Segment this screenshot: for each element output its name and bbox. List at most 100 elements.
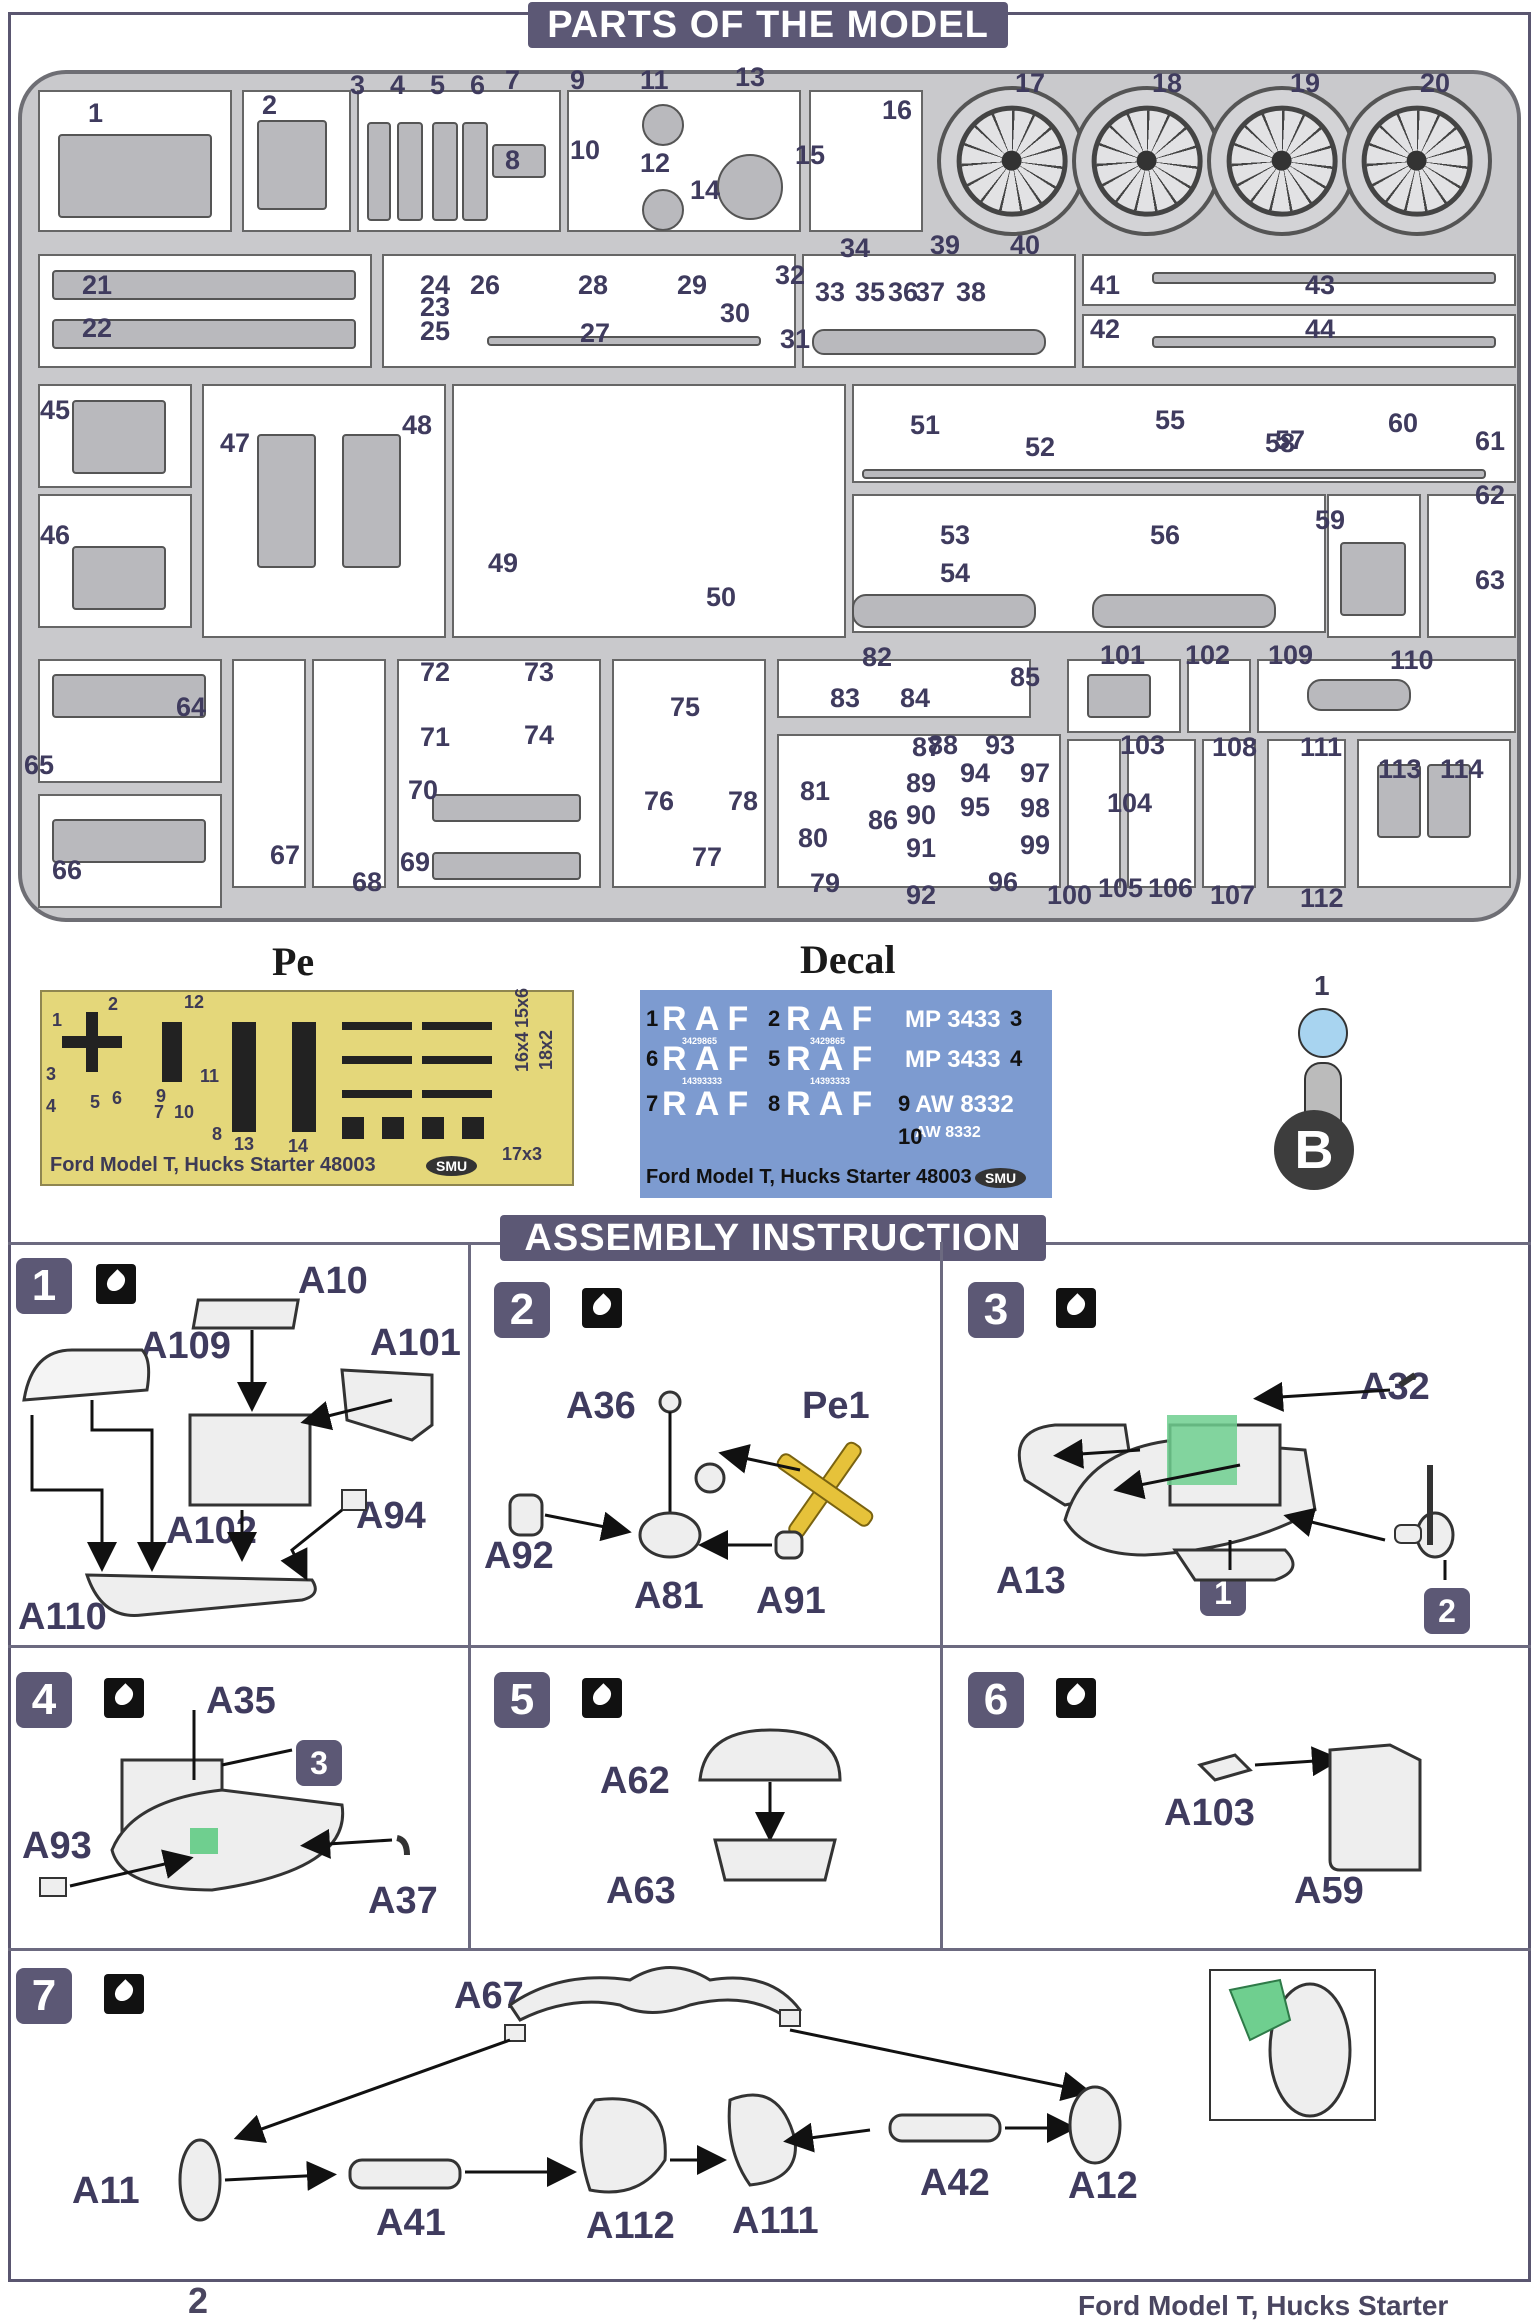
- divider: [8, 1645, 1531, 1648]
- step-number: 1: [16, 1258, 72, 1314]
- decal-number: 7: [646, 1091, 659, 1116]
- sprue-part-number: 89: [906, 768, 937, 798]
- pe-number: 11: [200, 1066, 220, 1086]
- decal-code: MP 3433: [905, 1006, 1001, 1033]
- sprue-part-number: 35: [855, 277, 886, 307]
- sprue-frame: [18, 70, 1521, 922]
- decal-number: 1: [646, 1006, 659, 1031]
- part-label: A62: [600, 1760, 670, 1802]
- part-label: A35: [206, 1680, 276, 1722]
- sprue-part: [462, 122, 488, 221]
- step6-drawing: [1197, 1743, 1422, 1872]
- pe-number: 3: [46, 1064, 57, 1084]
- sprue-part-number: 44: [1305, 314, 1336, 344]
- sprue-cell: [232, 659, 306, 888]
- pe-number: 10: [174, 1102, 195, 1122]
- glue-icon: [96, 1264, 136, 1304]
- sprue-part: [367, 122, 391, 221]
- sprue-part-number: 10: [570, 135, 601, 165]
- sprue-part-number: 60: [1388, 408, 1419, 438]
- sprue-part-number: 63: [1475, 565, 1506, 595]
- step-number: 2: [494, 1282, 550, 1338]
- pe-number: 1: [52, 1010, 63, 1030]
- sprue-part-number: 80: [798, 823, 829, 853]
- decal-roundel-text: R A F: [786, 1000, 873, 1038]
- sprue-part: [1087, 674, 1151, 718]
- sprue-part-number: 28: [578, 270, 609, 300]
- part-label: A93: [22, 1825, 92, 1867]
- sprue-cell: [777, 734, 1061, 888]
- sprue-part-number: 86: [868, 805, 899, 835]
- sprue-part-number: 32: [775, 260, 806, 290]
- sprue-part-number: 49: [488, 548, 519, 578]
- decal-code: AW 8332: [915, 1091, 1014, 1118]
- pe-logo: SMU: [426, 1156, 478, 1176]
- sprue-part-number: 57: [1275, 425, 1306, 455]
- sprue-part-number: 83: [830, 683, 861, 713]
- decal-serial: 14393333: [810, 1076, 851, 1086]
- decal-logo: SMU: [975, 1168, 1027, 1188]
- step5-drawing: [698, 1728, 842, 1882]
- sprue-part-number: 1: [88, 98, 104, 128]
- sprue-part-number: 8: [505, 145, 521, 175]
- sprue-part-number: 61: [1475, 426, 1506, 456]
- part-label: A42: [920, 2162, 990, 2204]
- sprue-cell: [1427, 494, 1516, 638]
- decal-number: 6: [646, 1046, 659, 1071]
- assembly-header: ASSEMBLY INSTRUCTION: [500, 1215, 1046, 1261]
- propeller-icon: [62, 1012, 122, 1072]
- part-label: A101: [370, 1322, 461, 1364]
- sprue-part-number: 45: [40, 395, 71, 425]
- part-label: A12: [1068, 2165, 1138, 2207]
- wheel-19: [1207, 86, 1357, 236]
- decal-serial: 3429865: [810, 1036, 846, 1046]
- pe-number: 4: [46, 1096, 57, 1116]
- decal-roundel-text: R A F: [662, 1000, 749, 1038]
- decal-number: 9: [898, 1091, 911, 1116]
- sprue-part-number: 54: [940, 558, 971, 588]
- divider: [940, 1242, 943, 1948]
- decal-serial: 14393333: [682, 1076, 723, 1086]
- sprue-part-number: 85: [1010, 662, 1041, 692]
- decal-roundel-text: R A F: [662, 1040, 749, 1078]
- sprue-part-number: 3: [350, 70, 366, 100]
- sprue-part-number: 53: [940, 520, 971, 550]
- decal-code: AW 8332: [915, 1124, 981, 1141]
- sprue-part-number: 114: [1440, 754, 1484, 784]
- sprue-part-number: 71: [420, 722, 451, 752]
- page-number: 2: [188, 2280, 209, 2321]
- pe-title: Pe: [272, 939, 315, 984]
- sprue-part-number: 52: [1025, 432, 1056, 462]
- sprue-cell: [1187, 659, 1251, 733]
- sprue-cell: [382, 254, 796, 368]
- wheel-20: [1342, 86, 1492, 236]
- sprue-cell: [1067, 739, 1121, 888]
- sprue-part-number: 22: [82, 313, 113, 343]
- part-label: A91: [756, 1580, 826, 1622]
- part-label: A59: [1294, 1870, 1364, 1912]
- sprue-part: [52, 319, 356, 349]
- sprue-part-number: 98: [1020, 793, 1051, 823]
- part-label: A111: [732, 2200, 819, 2242]
- decal-number: 2: [768, 1006, 781, 1031]
- sprue-part-number: 101: [1100, 640, 1146, 670]
- sprue-part: [1340, 542, 1406, 616]
- step-number: 6: [968, 1672, 1024, 1728]
- sprue-part-number: 17: [1015, 68, 1046, 98]
- sprue-part-number: 20: [1420, 68, 1451, 98]
- sprue-part-number: 78: [728, 786, 759, 816]
- sprue-part-number: 91: [906, 833, 937, 863]
- sprue-part-number: 64: [176, 692, 207, 722]
- sprue-part: [432, 794, 581, 822]
- sprue-cell: [312, 659, 386, 888]
- part-label: A13: [996, 1560, 1066, 1602]
- part-label: A10: [298, 1260, 368, 1302]
- part-label: A41: [376, 2202, 446, 2244]
- sprue-part-number: 75: [670, 692, 701, 722]
- sprue-part: [642, 104, 684, 146]
- decal-code: MP 3433: [905, 1046, 1001, 1073]
- sprue-part-number: 41: [1090, 270, 1121, 300]
- sprue-part-number: 47: [220, 428, 251, 458]
- legend-number: 1: [1314, 970, 1330, 1001]
- pe-side-text: 15x6: [512, 987, 532, 1028]
